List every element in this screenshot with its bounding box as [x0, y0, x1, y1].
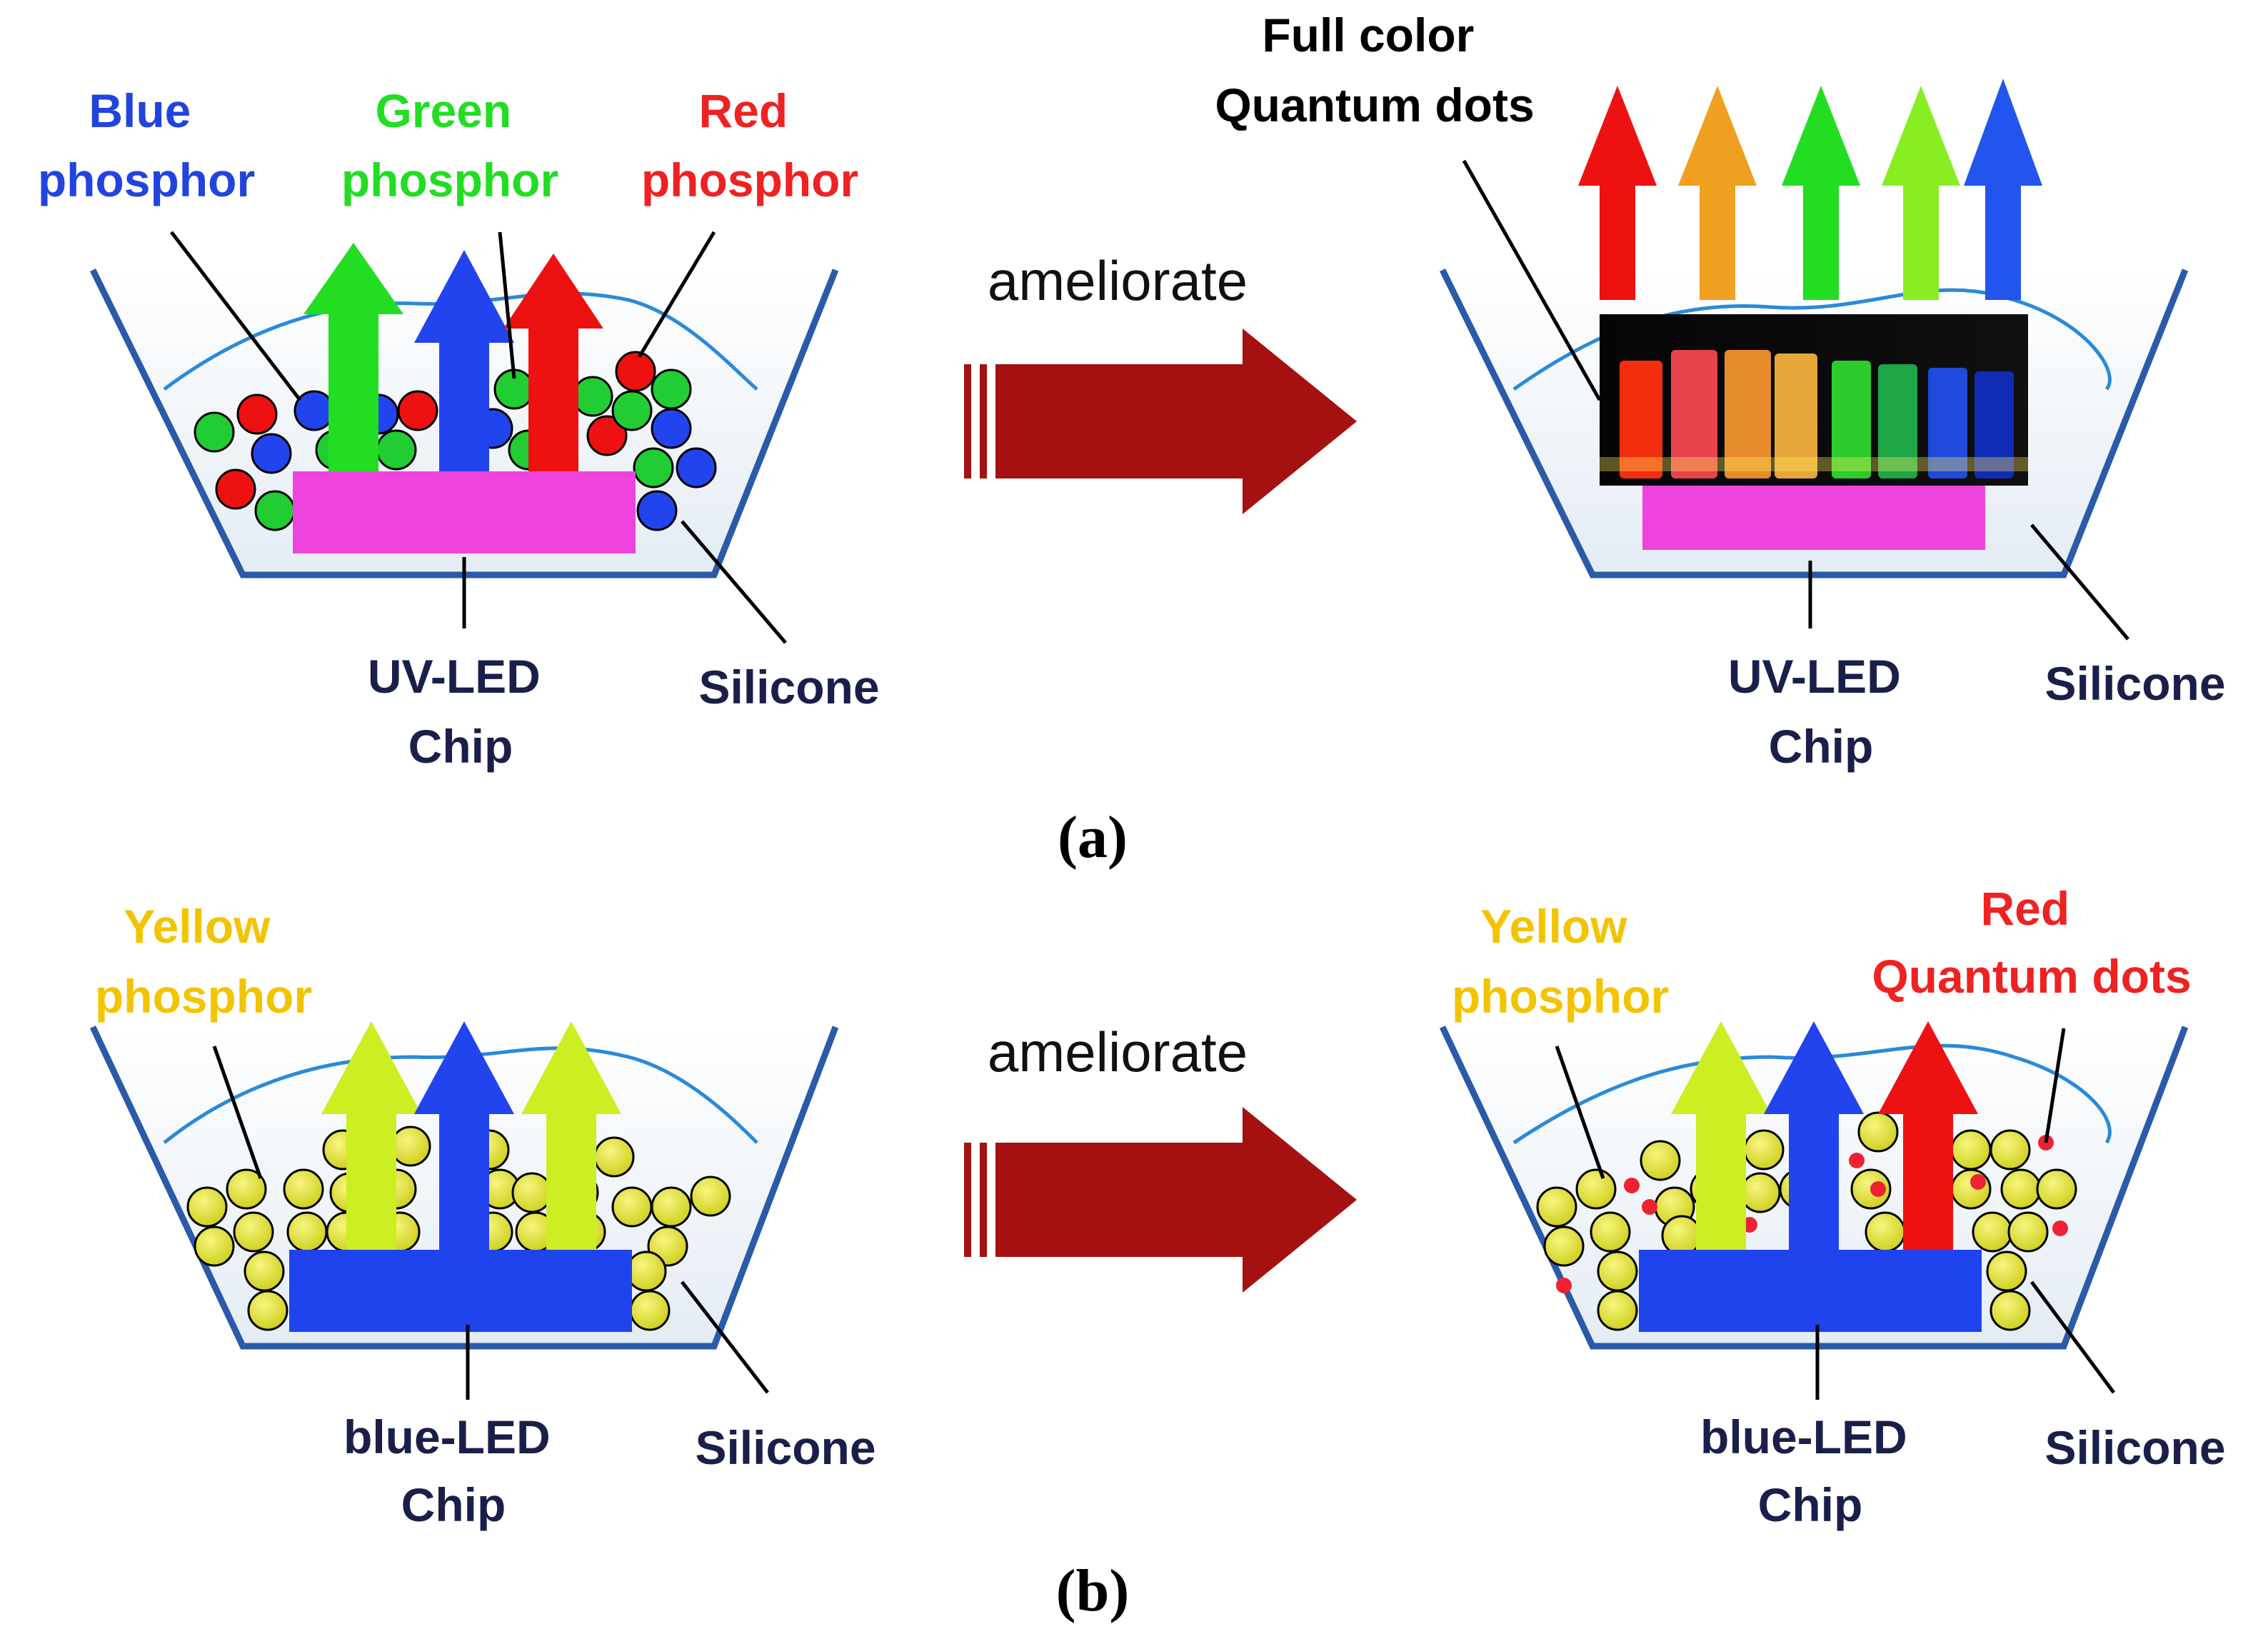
green-emission-arrow [303, 243, 403, 471]
yellow-emission-arrow [321, 1021, 421, 1250]
yellow-green-emission-arrow [1882, 86, 1960, 300]
panel-a-left-emission-arrows [303, 243, 603, 471]
blue-led-chip [289, 1250, 632, 1332]
panel-b-right-emission-arrows [1671, 1021, 1978, 1250]
silicone-label: Silicone [695, 1421, 875, 1474]
panel-b-left-emission-arrows [321, 1021, 621, 1250]
ameliorate-label: ameliorate [988, 249, 1248, 312]
blue-emission-arrow [1964, 79, 2042, 300]
uv-led-chip-label: UV-LED Chip [1728, 650, 1914, 773]
cup-outline [89, 269, 839, 578]
blue-led-chip [1639, 1250, 1982, 1332]
blue-led-chip-label: blue-LED Chip [343, 1410, 563, 1531]
full-color-quantum-dots-label: Full color Quantum dots [1215, 9, 1534, 131]
yellow-phosphor-label: Yellow phosphor [1452, 900, 1669, 1023]
orange-emission-arrow [1678, 86, 1757, 300]
panel-a-caption: (a) [1058, 804, 1128, 871]
red-emission-arrow [503, 254, 603, 471]
blue-led-chip-label: blue-LED Chip [1700, 1410, 1920, 1531]
red-emission-arrow [1878, 1021, 1978, 1250]
cup-outline [1439, 269, 2189, 578]
panel-a-right-emission-arrows [1578, 79, 2042, 300]
cup-outline [1439, 1026, 2189, 1350]
panel-b-caption: (b) [1056, 1558, 1130, 1624]
silicone-label: Silicone [2044, 657, 2225, 710]
panel-a-right-leader-lines [1462, 159, 2129, 641]
uv-led-chip-label: UV-LED Chip [368, 650, 553, 773]
silicone-surface-line [163, 1046, 758, 1144]
blue-phosphor-label: Blue phosphor [38, 84, 255, 206]
ameliorate-arrow [964, 1107, 1357, 1293]
silicone-label: Silicone [698, 661, 879, 713]
red-phosphor-label: Red phosphor [641, 84, 858, 206]
blue-emission-arrow [414, 1021, 514, 1250]
panel-b-left-leader-lines [212, 1046, 769, 1400]
green-emission-arrow [1782, 86, 1860, 300]
red-quantum-dots-label: Red Quantum dots [1872, 882, 2191, 1003]
silicone-surface-line [1512, 1043, 2112, 1145]
red-quantum-dot-particles [1556, 1135, 2068, 1293]
panel-b-right-leader-lines [1555, 1028, 2116, 1400]
silicone-label: Silicone [2044, 1421, 2225, 1474]
yellow-emission-arrow [521, 1021, 621, 1250]
quantum-dot-vials-photo [1600, 314, 2028, 486]
green-phosphor-label: Green phosphor [341, 84, 558, 206]
cup-outline [89, 1026, 839, 1350]
blue-emission-arrow [1764, 1021, 1864, 1250]
panel-a-left-leader-lines [170, 231, 787, 644]
yellow-phosphor-label: Yellow phosphor [95, 900, 312, 1023]
red-emission-arrow [1578, 86, 1657, 300]
ameliorate-arrow [964, 329, 1357, 514]
yellow-emission-arrow [1671, 1021, 1771, 1250]
ameliorate-label: ameliorate [988, 1021, 1248, 1083]
blue-emission-arrow [414, 250, 514, 471]
silicone-surface-line [163, 291, 758, 391]
panel-a-left-phosphor-particles [194, 351, 717, 531]
uv-led-chip [293, 471, 636, 553]
